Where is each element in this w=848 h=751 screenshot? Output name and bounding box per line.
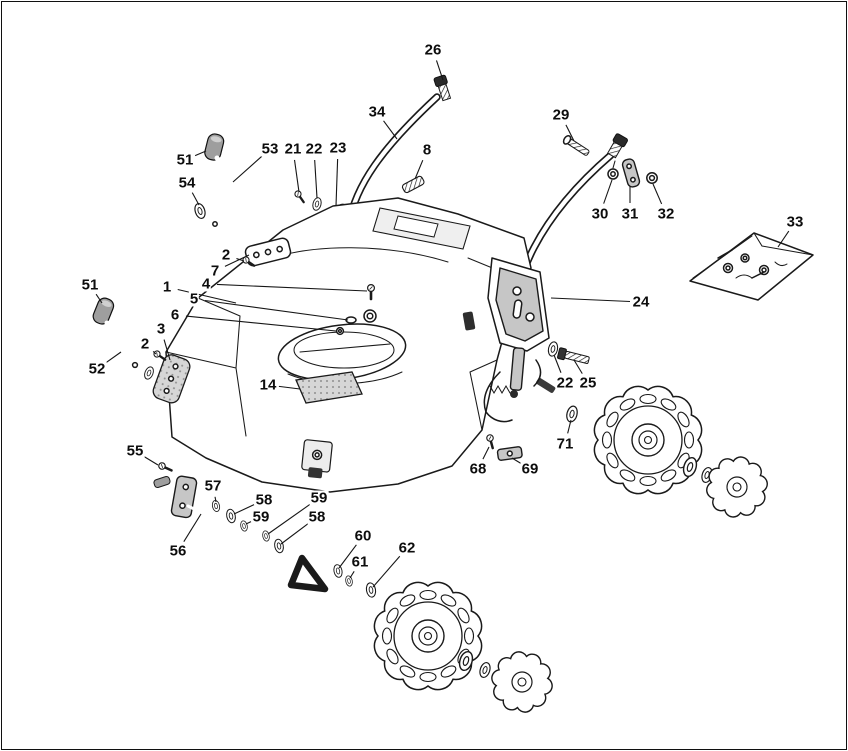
washer-58-a (224, 507, 238, 525)
height-adjuster (483, 347, 556, 423)
deck-body (165, 197, 532, 493)
leader-line-54-6 (191, 192, 200, 206)
leader-line-52-23 (105, 351, 122, 364)
leader-line-55-31 (144, 456, 159, 466)
leader-line-14-24 (278, 385, 301, 390)
mulch-plate-14 (295, 371, 363, 404)
knob-51-left (92, 297, 115, 325)
leader-line-68-29 (482, 446, 490, 460)
exploded-view-artwork (92, 74, 814, 717)
leader-line-57-32 (214, 496, 217, 503)
bracket-3 (152, 354, 191, 404)
screw-21 (292, 188, 308, 206)
washer-59-a (239, 519, 249, 533)
leader-line-71-28 (567, 419, 572, 434)
bolt-25 (557, 347, 590, 364)
leader-line-59-34 (245, 521, 252, 525)
washer-58-b (272, 537, 286, 555)
washer-22-right (546, 340, 560, 358)
leader-line-69-30 (511, 457, 521, 464)
screw-68 (484, 432, 498, 451)
ring-54 (192, 201, 208, 221)
leader-line-4-17 (216, 283, 368, 292)
washer-22-top (311, 196, 323, 212)
leader-line-59-35 (267, 503, 311, 535)
leader-line-22-8 (314, 159, 318, 199)
screw-55 (156, 460, 175, 475)
leader-line-29-2 (565, 124, 575, 142)
leader-line-23-9 (335, 158, 339, 207)
knob-51-top (204, 133, 225, 161)
spacer-6 (335, 326, 345, 336)
leader-line-2-22 (152, 350, 157, 355)
leader-line-6-19 (185, 315, 337, 332)
leader-line-34-1 (383, 120, 398, 140)
washer-61 (344, 574, 354, 588)
ring-52-end (142, 365, 156, 381)
rear-hubcap (702, 451, 772, 523)
leader-line-62-40 (372, 555, 401, 588)
leader-line-58-33 (233, 504, 255, 515)
bolt-29 (562, 135, 590, 156)
leader-line-1-16 (177, 288, 237, 304)
front-wheel (374, 582, 481, 689)
leader-line-32-12 (652, 183, 663, 205)
leader-line-60-38 (338, 544, 357, 569)
leader-line-33-13 (777, 230, 790, 248)
leader-line-25-27 (573, 359, 583, 374)
bolt-26 (433, 74, 452, 102)
leader-line-3-21 (163, 339, 171, 361)
lever-52 (104, 320, 139, 369)
lever-53 (211, 155, 233, 228)
leader-line-5-18 (204, 299, 349, 321)
bracket-69 (496, 446, 523, 461)
leader-line-26-0 (435, 60, 444, 81)
rod-56 (186, 504, 329, 593)
front-hubcap (487, 647, 557, 717)
leader-line-30-10 (603, 179, 613, 204)
rear-wheel (594, 386, 701, 493)
pin-8 (401, 175, 425, 194)
washer-60 (332, 563, 344, 579)
leader-line-51-4 (194, 150, 207, 157)
leader-line-24-25 (550, 297, 631, 303)
bracket-31 (621, 158, 641, 188)
screw-2-left (151, 348, 169, 364)
leader-line-21-7 (293, 159, 300, 193)
leader-line-53-5 (232, 155, 263, 183)
bracket-55 (153, 475, 198, 519)
handle-bracket-24 (487, 257, 550, 352)
leader-line-7-15 (224, 254, 250, 267)
washer-59-b (261, 529, 271, 543)
leader-line-56-37 (183, 513, 202, 542)
nut-32 (646, 172, 658, 184)
deck-door (301, 439, 333, 479)
grommet-30 (607, 160, 619, 180)
leader-line-61-39 (349, 571, 355, 579)
leader-line-8-3 (414, 159, 424, 180)
handlebar-right-top-bolt (606, 133, 628, 159)
washer-71 (564, 404, 580, 424)
leader-line-22-26 (553, 354, 562, 373)
leader-line-58-36 (280, 523, 309, 545)
bracket-7 (244, 237, 292, 267)
hardware-bag (689, 232, 814, 301)
front-wheel-washer-inner (477, 660, 493, 680)
leader-line-51-20 (95, 293, 103, 304)
leader-lines (95, 60, 790, 588)
